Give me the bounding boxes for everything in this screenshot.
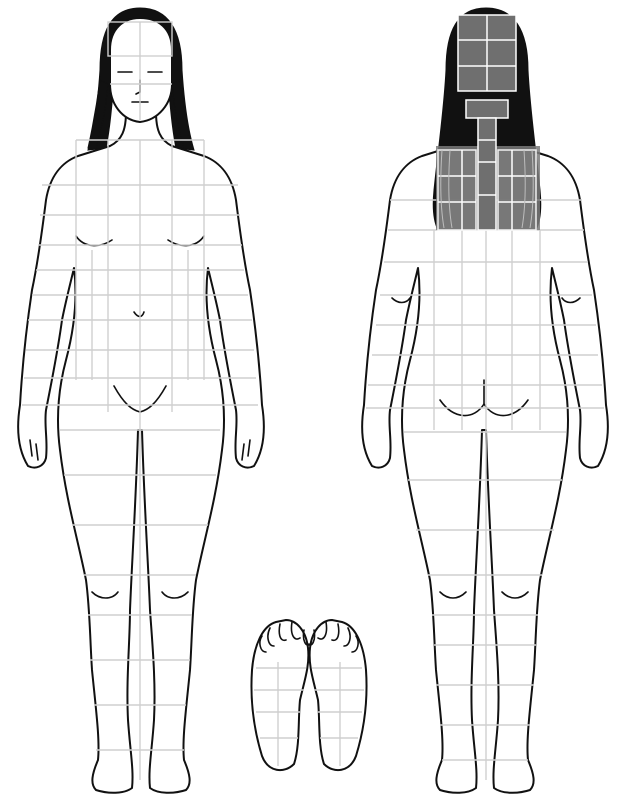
upper-back-right-region[interactable] (498, 150, 536, 230)
front-face-outline (110, 18, 172, 122)
back-body-figure (362, 8, 608, 793)
soles-figure (251, 620, 366, 770)
upper-back-left-region[interactable] (438, 150, 476, 230)
upper-spine-region[interactable] (478, 118, 496, 230)
nape-of-neck-region[interactable] (466, 100, 508, 118)
front-body-figure (18, 8, 264, 793)
front-body-outline (18, 112, 264, 793)
